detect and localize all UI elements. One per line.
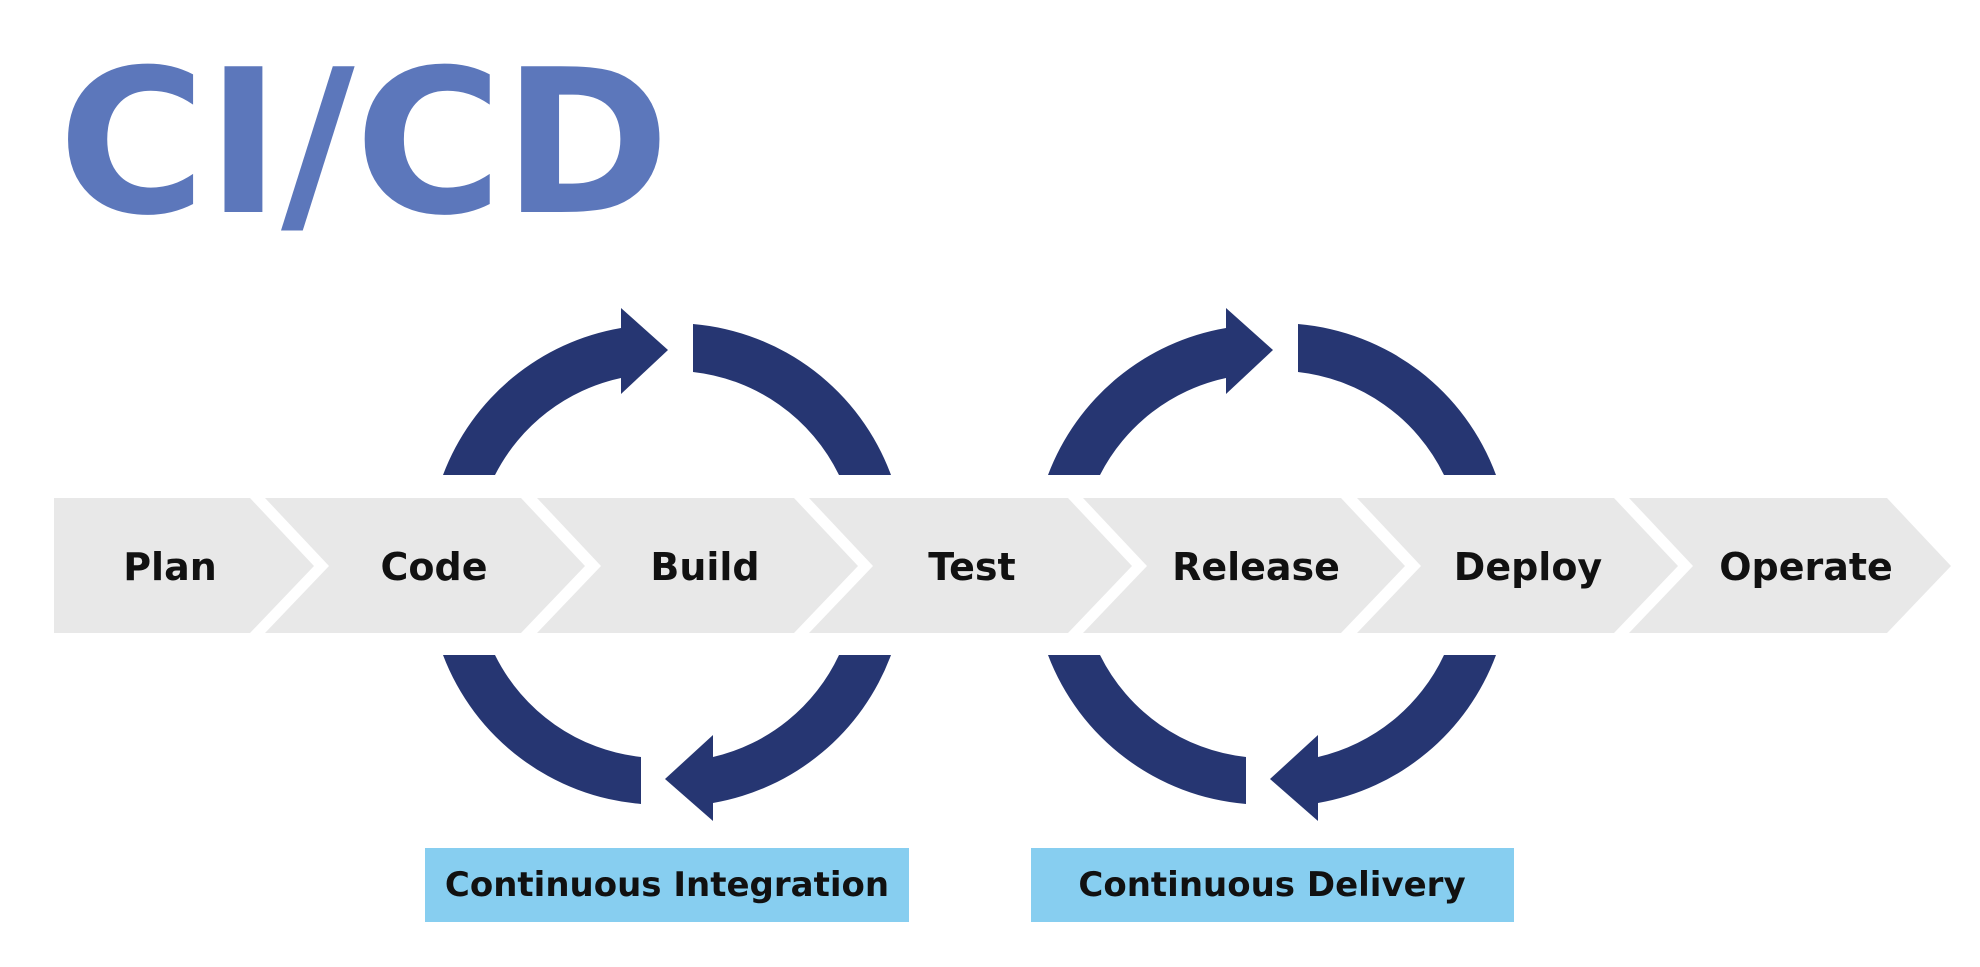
- stage-test: Test: [809, 498, 1132, 633]
- stage-label-release: Release: [1172, 545, 1340, 589]
- stage-label-plan: Plan: [123, 545, 217, 589]
- loop-arrow-upper-right: [1298, 324, 1496, 475]
- loop-arrow-upper-left: [443, 328, 621, 475]
- arrowhead-left: [1270, 735, 1318, 821]
- continuous-delivery-loop: [1048, 308, 1496, 821]
- loop-arrow-lower-left: [443, 655, 641, 804]
- pipeline-stages: Plan Code Build Test Release Deploy Oper…: [54, 498, 1951, 633]
- loop-arrow-upper-right: [693, 324, 891, 475]
- stage-label-deploy: Deploy: [1454, 545, 1603, 589]
- continuous-delivery-label: Continuous Delivery: [1031, 848, 1514, 922]
- loop-arrow-lower-right: [713, 655, 891, 803]
- stage-plan: Plan: [54, 498, 314, 633]
- loop-arrow-upper-left: [1048, 328, 1226, 475]
- page-title: CI/CD: [58, 27, 670, 260]
- arrowhead-right: [621, 308, 668, 394]
- continuous-integration-label: Continuous Integration: [425, 848, 909, 922]
- arrowhead-right: [1226, 308, 1273, 394]
- stage-label-code: Code: [381, 545, 488, 589]
- stage-label-test: Test: [928, 545, 1015, 589]
- continuous-integration-text: Continuous Integration: [445, 865, 889, 905]
- stage-label-operate: Operate: [1719, 545, 1893, 589]
- stage-build: Build: [537, 498, 858, 633]
- stage-operate: Operate: [1629, 498, 1951, 633]
- continuous-delivery-text: Continuous Delivery: [1078, 865, 1465, 905]
- arrowhead-left: [665, 735, 713, 821]
- stage-code: Code: [265, 498, 585, 633]
- continuous-integration-loop: [443, 308, 891, 821]
- loop-arrow-lower-right: [1318, 655, 1496, 803]
- loop-arrow-lower-left: [1048, 655, 1246, 804]
- stage-deploy: Deploy: [1357, 498, 1678, 633]
- stage-release: Release: [1083, 498, 1405, 633]
- stage-label-build: Build: [650, 545, 759, 589]
